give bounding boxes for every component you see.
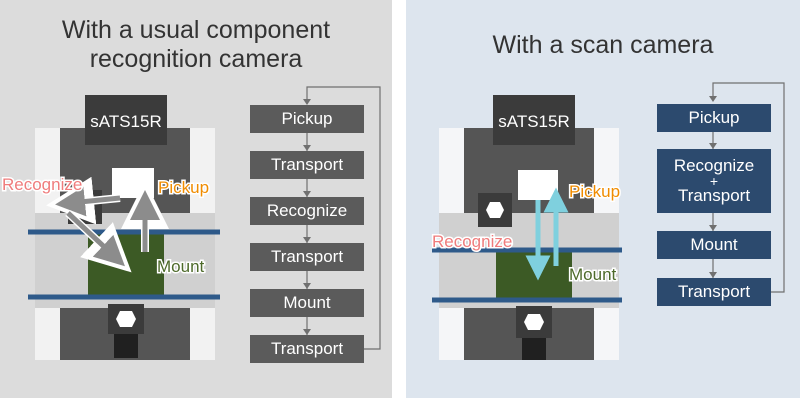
head-label: sATS15R [498, 112, 570, 131]
flow-step-label: Pickup [281, 109, 333, 128]
mount-label: Mount [569, 265, 617, 284]
arrow-icon [55, 186, 121, 217]
flow-step: Transport [250, 335, 364, 363]
usual-flow-connectors [303, 86, 381, 350]
scan-flow-connectors [709, 82, 785, 293]
head-label: sATS15R [90, 112, 162, 131]
flow-step-combined: Recognize + Transport [657, 149, 771, 213]
nut-icon [108, 304, 144, 334]
loop-arrow-icon [712, 82, 785, 293]
title-line-2: recognition camera [89, 45, 303, 73]
arrow-icon [709, 143, 717, 278]
camera-socket [522, 338, 546, 360]
loop-arrowhead [303, 99, 311, 105]
flow-step: Mount [657, 231, 771, 259]
flow-step: Pickup [657, 104, 771, 132]
scan-camera-panel: With a scan camera sATS15R Recognize Pic… [406, 0, 800, 398]
mount-head [85, 95, 167, 145]
flow-step-label: Pickup [688, 108, 740, 127]
flow-step-label: Transport [677, 282, 751, 301]
scan-machine-diagram: sATS15R Recognize Pickup Mount [431, 95, 622, 360]
pickup-label: Pickup [158, 178, 209, 197]
usual-camera-panel: With a usual component recognition camer… [0, 0, 392, 398]
usual-machine-diagram: sATS15R Recognize Pickup Mount [1, 95, 220, 360]
pickup-label: Pickup [569, 182, 620, 201]
flow-step: Recognize [250, 197, 364, 225]
flow-step-label: Transport [677, 186, 751, 205]
mount-label: Mount [157, 257, 205, 276]
arrow-icon [66, 211, 125, 267]
flow-step-label: Transport [270, 155, 344, 174]
flow-step-label: Transport [270, 339, 344, 358]
flow-step-plus: + [709, 173, 719, 189]
nut-icon [478, 193, 512, 227]
recognize-label: Recognize [2, 175, 82, 194]
recognize-label: Recognize [432, 232, 512, 251]
loop-arrow-icon [306, 86, 381, 350]
flow-step-label: Mount [283, 293, 331, 312]
flow-step-label: Recognize [673, 156, 755, 175]
flow-step: Mount [250, 289, 364, 317]
title-line-1: With a usual component [61, 16, 331, 44]
flow-step: Transport [657, 278, 771, 306]
flow-step: Pickup [250, 105, 364, 133]
nut-icon [516, 306, 552, 338]
arrow-icon [303, 145, 311, 335]
usual-camera-title: With a usual component recognition camer… [0, 16, 392, 74]
flow-step-label: Transport [270, 247, 344, 266]
scan-camera-title: With a scan camera [492, 31, 714, 59]
loop-arrowhead [709, 96, 717, 102]
camera-socket [114, 334, 138, 358]
mount-head [493, 95, 575, 145]
flow-step-label: Recognize [266, 201, 348, 220]
flow-step: Transport [250, 243, 364, 271]
flow-step: Transport [250, 151, 364, 179]
flow-step-label: Mount [690, 235, 738, 254]
